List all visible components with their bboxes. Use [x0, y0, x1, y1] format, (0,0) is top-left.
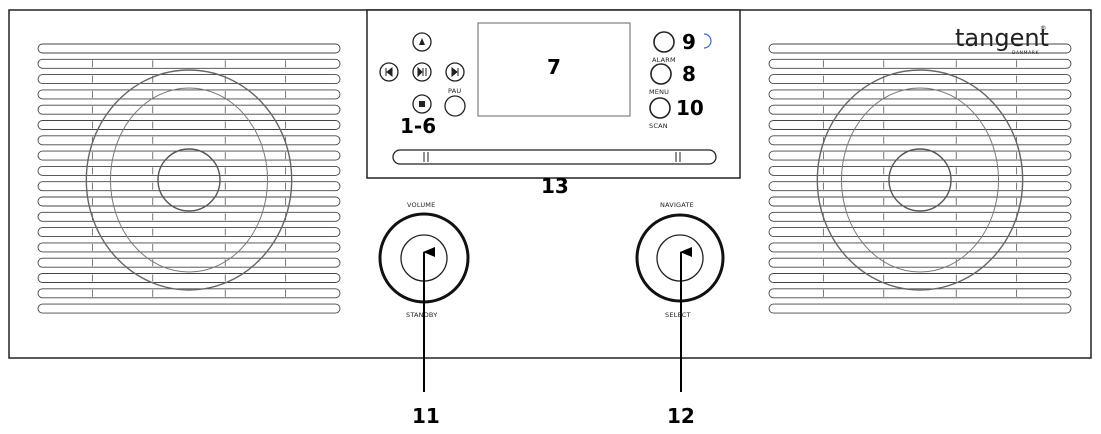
brand-logo: tangent — [955, 24, 1049, 52]
grille-slot — [37, 43, 341, 54]
brand-registered: ® — [1040, 24, 1047, 32]
previous-icon — [385, 66, 393, 78]
grille-slot — [768, 58, 1072, 69]
grille-slot — [768, 104, 1072, 115]
scan-label: SCAN — [649, 122, 668, 130]
select-label: SELECT — [665, 311, 691, 319]
volume-label: VOLUME — [407, 201, 435, 209]
grille-slot — [37, 227, 341, 238]
grille-slot — [37, 120, 341, 130]
grille-slot — [768, 303, 1072, 314]
grille-slot — [768, 135, 1072, 146]
preset-button-up[interactable] — [412, 32, 432, 52]
callout-8: 8 — [682, 62, 696, 86]
grille-slot — [768, 43, 1072, 54]
display-screen — [477, 22, 631, 117]
scan-button[interactable] — [649, 97, 671, 119]
right-speaker-grille — [768, 43, 1072, 314]
grille-slot — [37, 104, 341, 115]
callout-12: 12 — [667, 404, 695, 428]
pau-button[interactable] — [444, 95, 466, 117]
grille-slot — [37, 242, 341, 253]
alarm-button[interactable] — [653, 31, 675, 53]
callout-7: 7 — [547, 55, 561, 79]
preset-button-stop[interactable] — [412, 94, 432, 114]
callout-9: 9 — [682, 30, 696, 54]
grille-slot — [768, 288, 1072, 299]
standby-label: STANDBY — [406, 311, 437, 319]
grille-slot — [37, 165, 341, 176]
grille-slot — [768, 120, 1072, 130]
speaker-dust-cap — [888, 148, 952, 212]
alarm-label: ALARM — [652, 56, 676, 64]
speaker-cone-ring — [109, 87, 269, 273]
grille-slot — [37, 273, 341, 283]
pau-label: PAU — [448, 87, 461, 95]
grille-slot — [37, 181, 341, 192]
standby-indicator — [703, 33, 712, 49]
grille-slot — [768, 150, 1072, 161]
grille-slot — [768, 74, 1072, 85]
grille-slot — [37, 257, 341, 268]
grille-slot — [768, 181, 1072, 192]
grille-slot — [37, 135, 341, 146]
preset-button-play-pause[interactable] — [412, 62, 432, 82]
speaker-dust-cap — [157, 148, 221, 212]
grille-slot — [37, 74, 341, 85]
speaker-cone-ring — [840, 87, 1000, 273]
preset-button-next[interactable] — [445, 62, 465, 82]
grille-slot — [768, 89, 1072, 100]
grille-slot — [768, 242, 1072, 253]
speaker-cone-outline — [816, 69, 1024, 291]
grille-slot — [768, 165, 1072, 176]
speaker-cone-outline — [85, 69, 293, 291]
callout-1-6: 1-6 — [400, 114, 436, 138]
grille-slot — [768, 273, 1072, 283]
grille-slot — [768, 257, 1072, 268]
grille-slot — [37, 58, 341, 69]
navigate-label: NAVIGATE — [660, 201, 694, 209]
up-icon — [419, 38, 425, 45]
grille-slot — [37, 288, 341, 299]
grille-slot — [768, 196, 1072, 207]
grille-slot — [37, 89, 341, 100]
grille-slot — [37, 211, 341, 222]
brand-subtitle: DANMARK — [1012, 50, 1040, 56]
grille-slot — [768, 211, 1072, 222]
preset-buttons: PAU — [379, 32, 466, 117]
left-speaker-grille — [37, 43, 341, 314]
disc-slot — [392, 149, 717, 165]
grille-slot — [768, 227, 1072, 238]
grille-slot — [37, 303, 341, 314]
grille-slot — [37, 150, 341, 161]
callout-11: 11 — [412, 404, 440, 428]
grille-slot — [37, 196, 341, 207]
next-icon — [451, 66, 459, 78]
menu-button[interactable] — [650, 63, 672, 85]
play-pause-icon — [417, 66, 427, 78]
callout-13: 13 — [541, 174, 569, 198]
stop-icon — [419, 101, 425, 107]
preset-button-prev[interactable] — [379, 62, 399, 82]
callout-10: 10 — [676, 96, 704, 120]
menu-label: MENU — [649, 88, 669, 96]
